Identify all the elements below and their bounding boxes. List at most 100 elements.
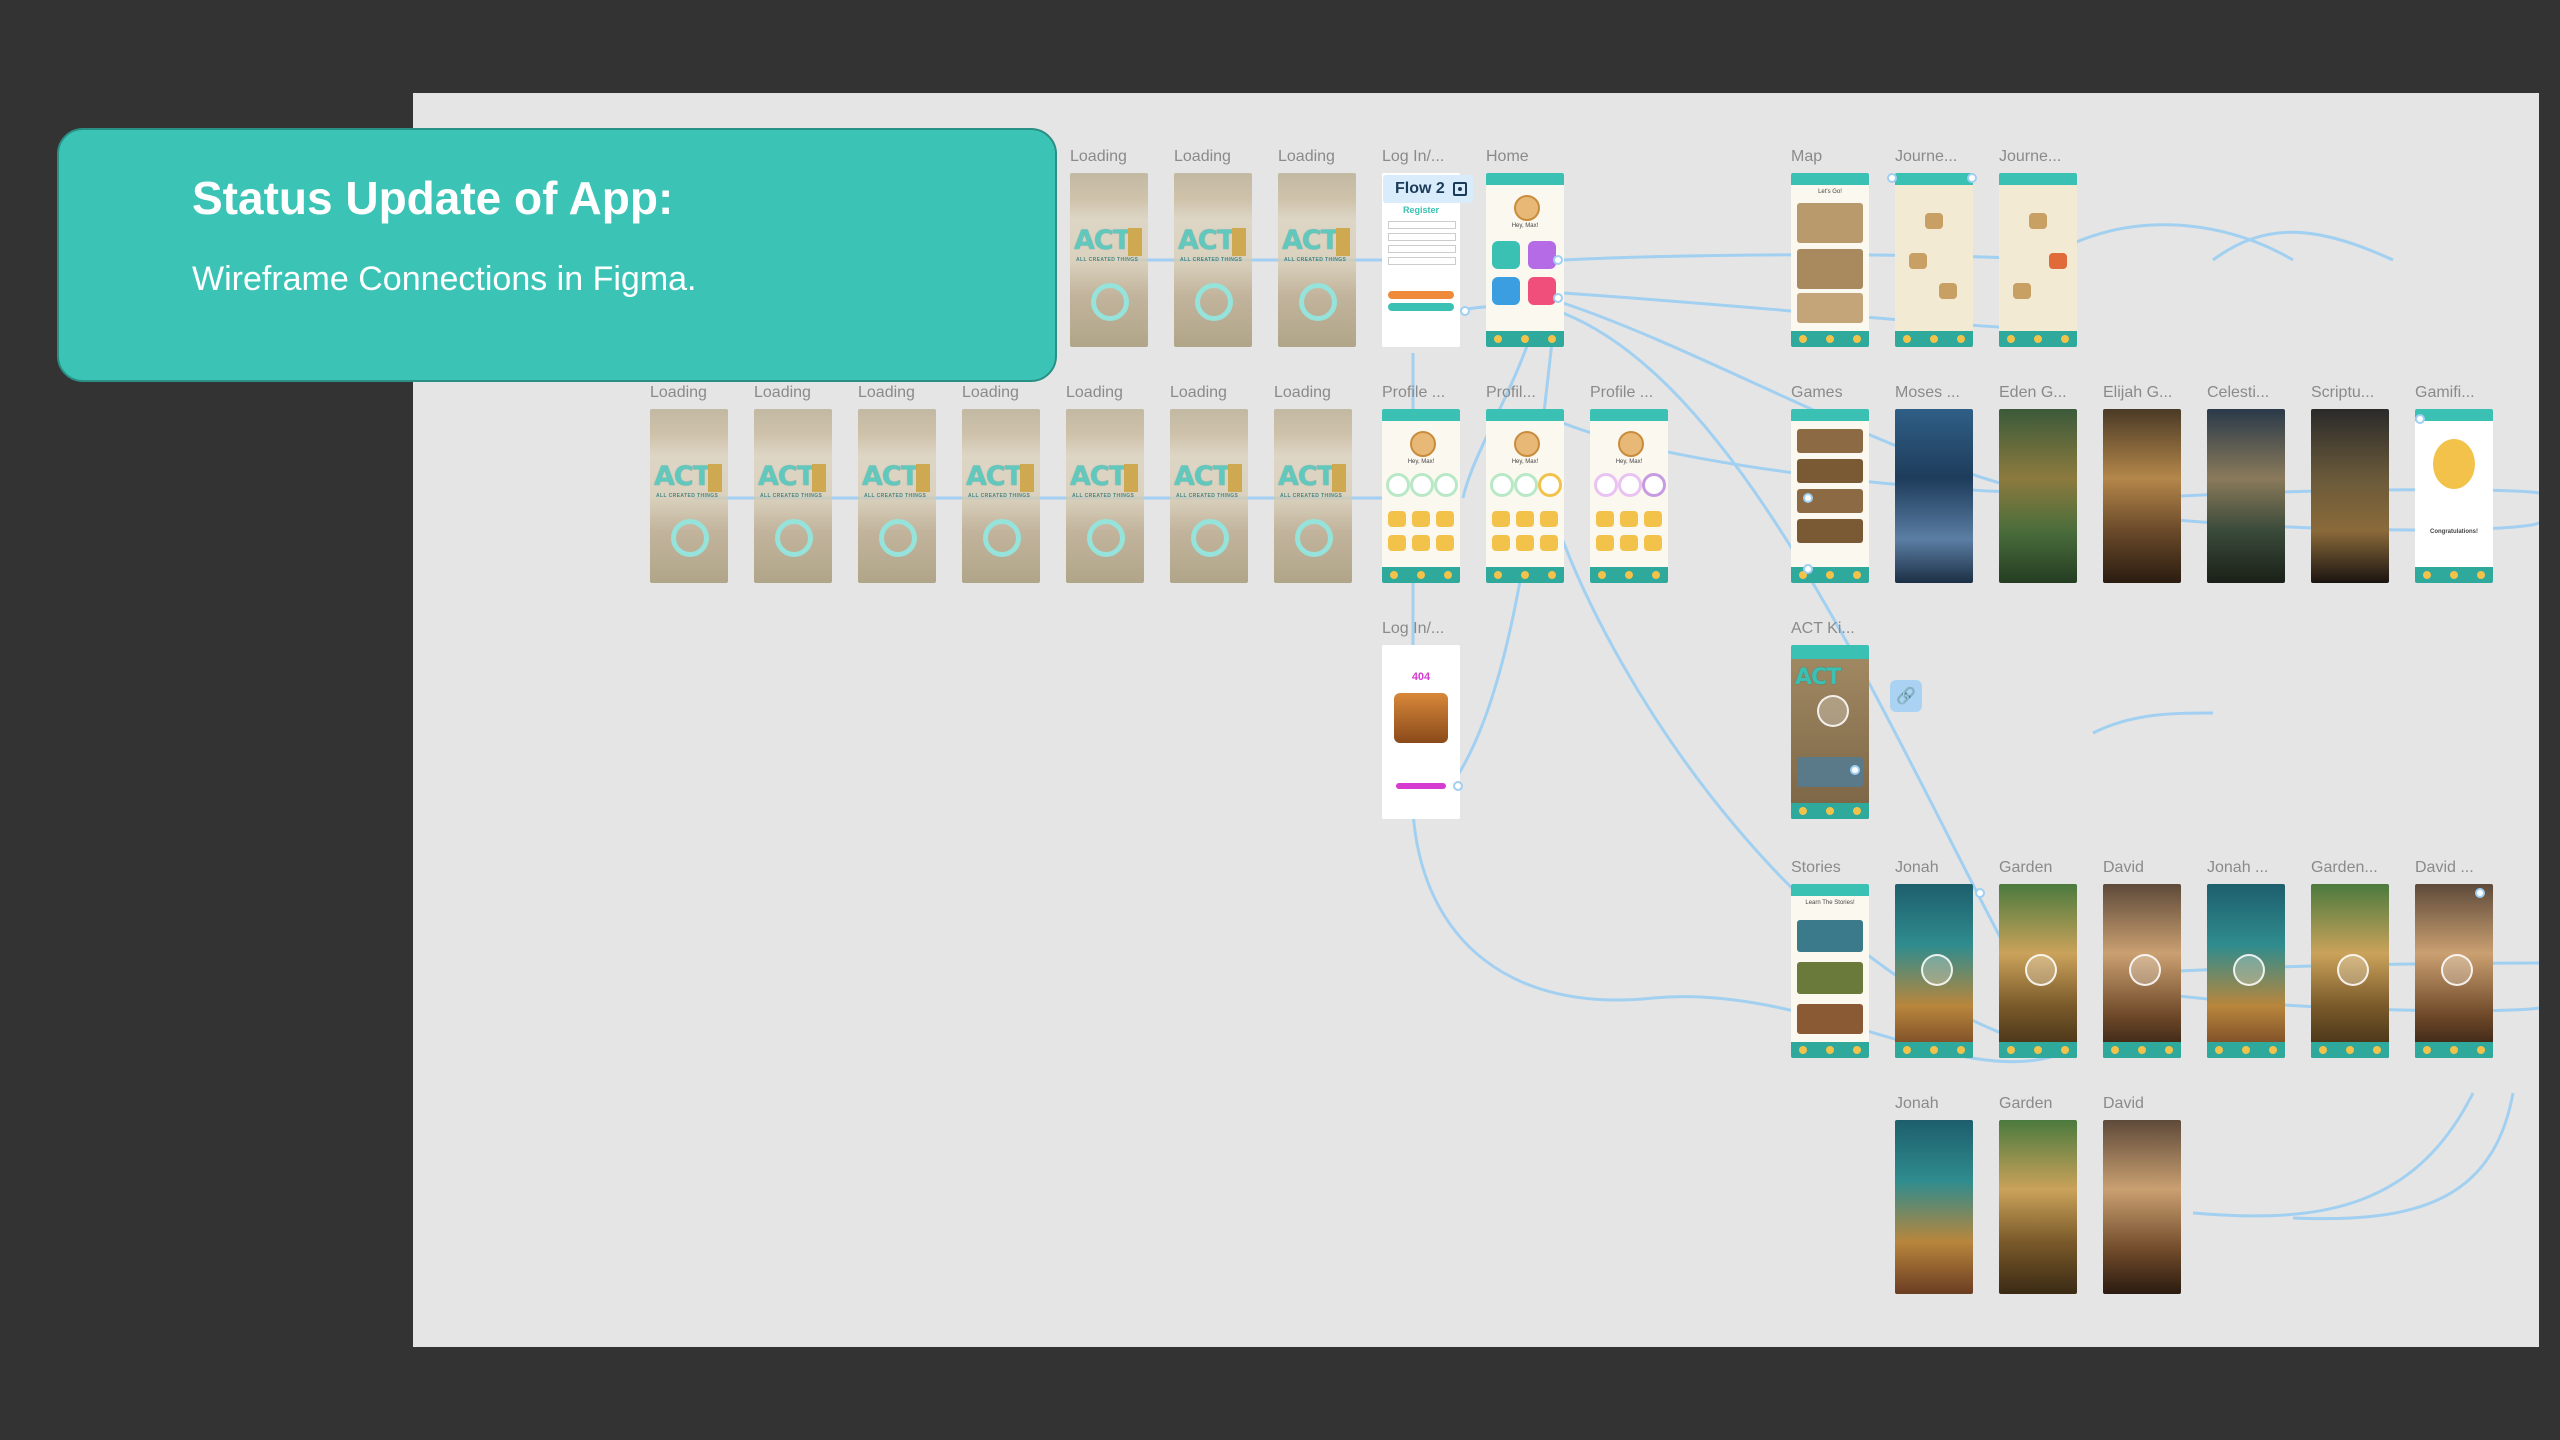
register-button[interactable] bbox=[1388, 291, 1454, 299]
story-thumbnail[interactable] bbox=[1797, 1004, 1863, 1034]
path-step-icon[interactable] bbox=[2013, 283, 2031, 299]
badge-icon[interactable] bbox=[1618, 473, 1642, 497]
bottom-nav[interactable] bbox=[1791, 803, 1869, 819]
game-frame-elijah[interactable] bbox=[2103, 409, 2181, 583]
connection-handle[interactable] bbox=[1967, 173, 1977, 183]
act-kids-frame[interactable]: ACT bbox=[1791, 645, 1869, 819]
bottom-nav[interactable] bbox=[1590, 567, 1668, 583]
badge-icon[interactable] bbox=[1594, 473, 1618, 497]
profile-frame[interactable]: Hey, Max! bbox=[1486, 409, 1564, 583]
story-frame-jonah[interactable] bbox=[1895, 884, 1973, 1058]
bottom-nav[interactable] bbox=[2207, 1042, 2285, 1058]
badge-icon[interactable] bbox=[1386, 473, 1410, 497]
game-frame-moses[interactable] bbox=[1895, 409, 1973, 583]
game-frame-scripture[interactable] bbox=[2311, 409, 2389, 583]
play-icon[interactable] bbox=[1921, 954, 1953, 986]
email-field[interactable] bbox=[1388, 233, 1456, 241]
confirm-field[interactable] bbox=[1388, 257, 1456, 265]
bottom-nav[interactable] bbox=[1382, 567, 1460, 583]
login-error-frame[interactable]: 404 bbox=[1382, 645, 1460, 819]
game-frame-celestial[interactable] bbox=[2207, 409, 2285, 583]
bottom-nav[interactable] bbox=[1999, 1042, 2077, 1058]
badge-icon[interactable] bbox=[1434, 473, 1458, 497]
play-icon[interactable] bbox=[2129, 954, 2161, 986]
connection-handle[interactable] bbox=[1803, 564, 1813, 574]
map-tile-icon[interactable] bbox=[1492, 241, 1520, 269]
story-frame-david[interactable] bbox=[2103, 884, 2181, 1058]
game-thumbnail[interactable] bbox=[1797, 459, 1863, 483]
login-button[interactable] bbox=[1388, 303, 1454, 311]
pause-icon[interactable] bbox=[2233, 954, 2265, 986]
connection-handle[interactable] bbox=[1453, 781, 1463, 791]
retry-button[interactable] bbox=[1396, 783, 1446, 789]
badge-icon[interactable] bbox=[1514, 473, 1538, 497]
bottom-nav[interactable] bbox=[1999, 331, 2077, 347]
game-thumbnail[interactable] bbox=[1797, 429, 1863, 453]
badge-icon[interactable] bbox=[1490, 473, 1514, 497]
story-thumbnail[interactable] bbox=[1797, 920, 1863, 952]
bottom-nav[interactable] bbox=[1791, 331, 1869, 347]
loading-frame[interactable]: ACT ALL CREATED THINGS bbox=[1174, 173, 1252, 347]
journey-frame[interactable] bbox=[1895, 173, 1973, 347]
play-icon[interactable] bbox=[2025, 954, 2057, 986]
story-frame-garden[interactable] bbox=[1999, 884, 2077, 1058]
connection-handle[interactable] bbox=[1887, 173, 1897, 183]
path-step-icon[interactable] bbox=[2029, 213, 2047, 229]
journey-frame[interactable] bbox=[1999, 173, 2077, 347]
connection-handle[interactable] bbox=[1553, 255, 1563, 265]
map-thumbnail[interactable] bbox=[1797, 203, 1863, 243]
bottom-nav[interactable] bbox=[1486, 567, 1564, 583]
connection-handle[interactable] bbox=[1460, 306, 1470, 316]
connection-handle[interactable] bbox=[1553, 293, 1563, 303]
connection-handle[interactable] bbox=[2475, 888, 2485, 898]
bottom-nav[interactable] bbox=[2311, 1042, 2389, 1058]
figma-canvas[interactable]: Loading Loading Loading ACT ALL CREATED … bbox=[413, 93, 2539, 1347]
profile-frame[interactable]: Hey, Max! bbox=[1590, 409, 1668, 583]
game-frame-eden[interactable] bbox=[1999, 409, 2077, 583]
story-frame-david-full[interactable] bbox=[2103, 1120, 2181, 1294]
path-step-icon[interactable] bbox=[1909, 253, 1927, 269]
bottom-nav[interactable] bbox=[1895, 1042, 1973, 1058]
path-step-icon[interactable] bbox=[2049, 253, 2067, 269]
video-tile-icon[interactable] bbox=[1492, 277, 1520, 305]
bottom-nav[interactable] bbox=[1486, 331, 1564, 347]
connection-handle[interactable] bbox=[1803, 493, 1813, 503]
story-thumbnail[interactable] bbox=[1797, 962, 1863, 994]
story-frame-jonah-2[interactable] bbox=[2207, 884, 2285, 1058]
map-thumbnail[interactable] bbox=[1797, 249, 1863, 289]
badge-icon[interactable] bbox=[1410, 473, 1434, 497]
bottom-nav[interactable] bbox=[2415, 1042, 2493, 1058]
bottom-nav[interactable] bbox=[1895, 331, 1973, 347]
home-frame[interactable]: Hey, Max! bbox=[1486, 173, 1564, 347]
link-icon[interactable]: 🔗 bbox=[1890, 680, 1922, 712]
game-thumbnail[interactable] bbox=[1797, 519, 1863, 543]
flow-start-badge[interactable]: Flow 2 bbox=[1383, 175, 1473, 203]
pause-icon[interactable] bbox=[2441, 954, 2473, 986]
path-step-icon[interactable] bbox=[1939, 283, 1957, 299]
gamification-frame[interactable]: Congratulations! bbox=[2415, 409, 2493, 583]
bottom-nav[interactable] bbox=[2415, 567, 2493, 583]
profile-frame[interactable]: Hey, Max! bbox=[1382, 409, 1460, 583]
connection-handle[interactable] bbox=[1850, 765, 1860, 775]
story-frame-jonah-full[interactable] bbox=[1895, 1120, 1973, 1294]
connection-handle[interactable] bbox=[2415, 414, 2425, 424]
loading-frame[interactable]: ACT ALL CREATED THINGS bbox=[1278, 173, 1356, 347]
pause-icon[interactable] bbox=[2337, 954, 2369, 986]
story-frame-garden-full[interactable] bbox=[1999, 1120, 2077, 1294]
bottom-nav[interactable] bbox=[2103, 1042, 2181, 1058]
name-field[interactable] bbox=[1388, 221, 1456, 229]
badge-icon[interactable] bbox=[1538, 473, 1562, 497]
stories-frame[interactable]: Learn The Stories! bbox=[1791, 884, 1869, 1058]
music-tile-icon[interactable] bbox=[1528, 277, 1556, 305]
badge-icon[interactable] bbox=[1642, 473, 1666, 497]
connection-handle[interactable] bbox=[1975, 888, 1985, 898]
story-frame-david-2[interactable] bbox=[2415, 884, 2493, 1058]
story-frame-garden-2[interactable] bbox=[2311, 884, 2389, 1058]
